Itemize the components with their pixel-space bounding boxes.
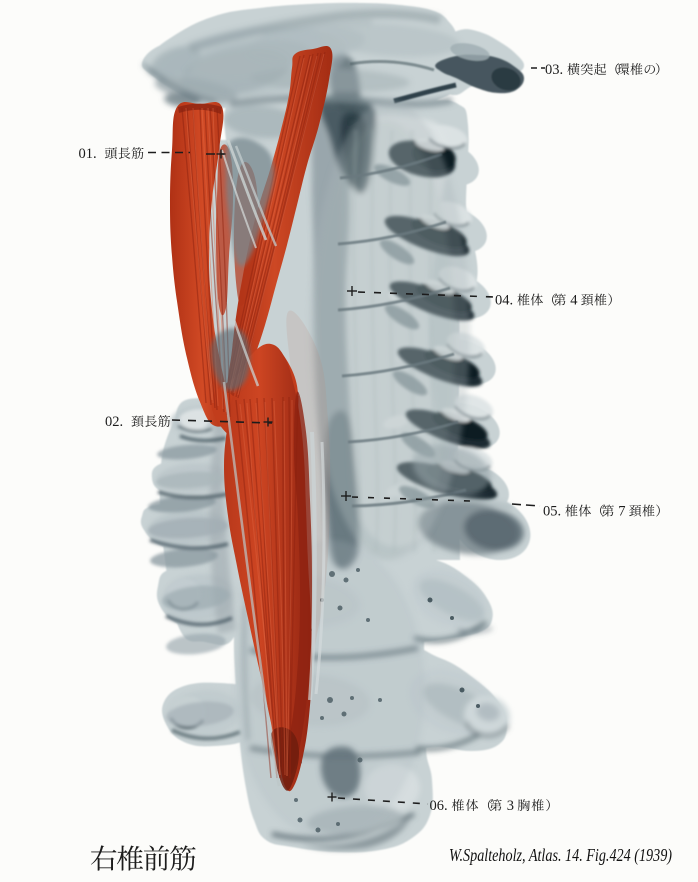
svg-text:02.: 02. bbox=[105, 414, 123, 430]
svg-text:03.: 03. bbox=[545, 62, 563, 78]
svg-text:7: 7 bbox=[618, 504, 625, 520]
svg-text:W.Spalteholz, Atlas. 14. Fig.4: W.Spalteholz, Atlas. 14. Fig.424 (1939) bbox=[449, 845, 672, 865]
svg-text:06.: 06. bbox=[430, 798, 448, 814]
svg-text:01.: 01. bbox=[79, 146, 97, 162]
svg-text:04.: 04. bbox=[495, 293, 513, 309]
svg-text:4: 4 bbox=[570, 293, 578, 309]
svg-text:05.: 05. bbox=[543, 504, 561, 520]
svg-text:3: 3 bbox=[507, 798, 514, 814]
